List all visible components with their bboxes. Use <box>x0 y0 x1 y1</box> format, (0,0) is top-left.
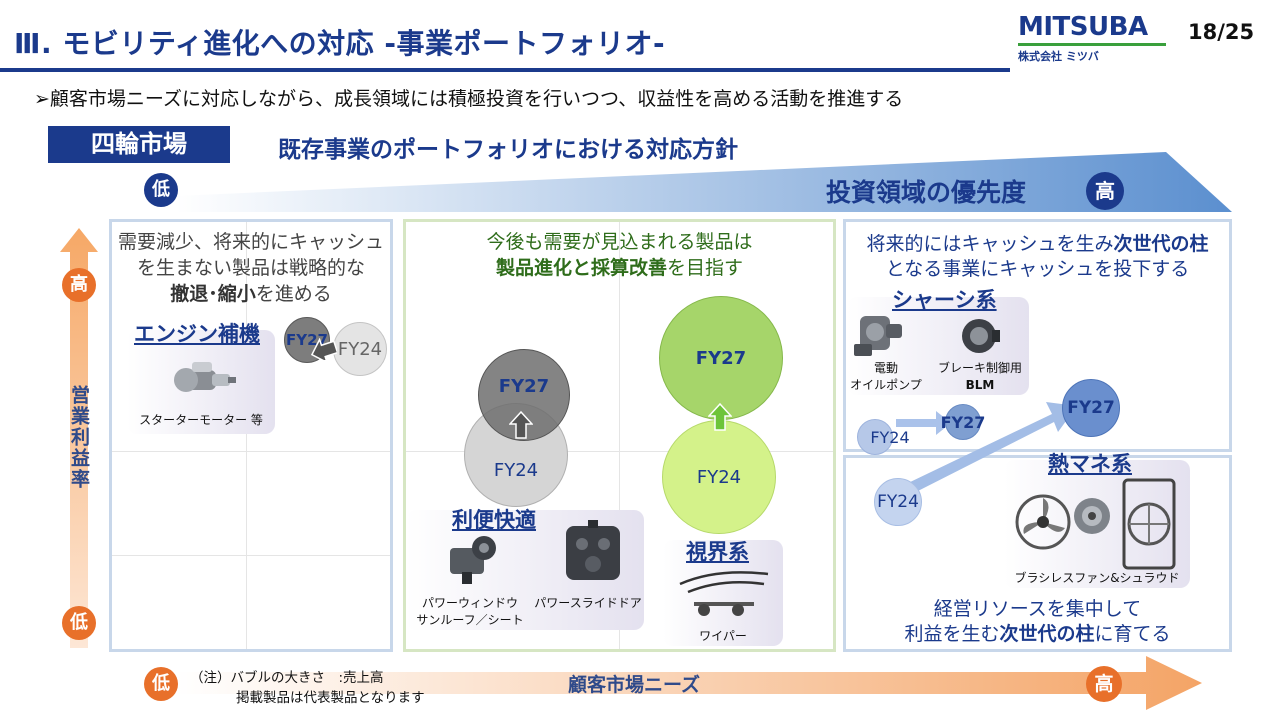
bubble-chassis-fy27: FY27 <box>941 404 985 440</box>
market-tag: 四輪市場 <box>48 126 230 163</box>
starter-motor-icon <box>174 362 236 392</box>
right-panel-text-1: 将来的にはキャッシュを生み次世代の柱 <box>846 231 1229 257</box>
y-axis-arrow <box>60 228 98 648</box>
product-brushless-fan: ブラシレスファン&シュラウド <box>1014 571 1180 585</box>
arrow-left-icon <box>311 338 337 360</box>
product-power-slide-door: パワースライドドア <box>534 596 642 610</box>
priority-label: 投資領域の優先度 <box>826 178 1027 207</box>
middle-panel-text-1: 今後も需要が見込まれる製品は <box>486 231 753 253</box>
left-panel-text-2: を生まない製品は戦略的な <box>136 257 365 279</box>
product-brake-blm-line2: BLM <box>965 378 995 392</box>
grid-line <box>246 222 247 649</box>
y-axis-label: 営業利益率 <box>68 385 90 490</box>
arrow-up-icon <box>509 411 533 439</box>
bubble-vision-fy24: FY24 <box>662 420 776 534</box>
category-vision: 視界系 <box>686 540 749 564</box>
brake-blm-icon <box>962 319 1000 353</box>
note-bubble-size: （注）バブルの大きさ :売上高 <box>190 670 384 686</box>
left-panel-text-3-tail: を進める <box>255 283 332 305</box>
product-power-window-line2: サンルーフ／シート <box>416 613 524 627</box>
grid-line <box>112 451 390 452</box>
bubble-thermal-fy24: FY24 <box>874 478 922 526</box>
bubble-engine-fy24: FY24 <box>333 322 387 376</box>
logo-bar <box>1018 43 1166 46</box>
policy-title: 既存事業のポートフォリオにおける対応方針 <box>278 137 738 163</box>
middle-panel-text-2-tail: を目指す <box>667 257 744 279</box>
priority-wedge <box>176 152 1232 212</box>
right-panel-bottom-2-tail: に育てる <box>1094 623 1171 645</box>
emph-withdraw: 撤退 <box>170 283 209 305</box>
wiper-icon <box>679 571 769 616</box>
left-panel-text-3: 撤退･縮小を進める <box>112 281 390 307</box>
category-comfort: 利便快適 <box>452 508 536 532</box>
right-panel-text-2: となる事業にキャッシュを投下する <box>885 258 1190 280</box>
right-panel-bottom-1: 経営リソースを集中して <box>933 598 1142 620</box>
left-panel-text-1: 需要減少、将来的にキャッシュ <box>117 231 384 253</box>
arrow-diagonal-icon <box>906 402 1077 494</box>
bullet-statement: ➢顧客市場ニーズに対応しながら、成長領域には積極投資を行いつつ、収益性を高める活… <box>34 84 903 111</box>
power-slide-door-icon <box>566 520 620 580</box>
y-axis-low-badge: 低 <box>62 606 96 640</box>
emph-next-pillar-2: 次世代の柱 <box>999 623 1095 645</box>
bubble-vision-fy27: FY27 <box>659 296 783 420</box>
bullet-arrow-icon: ➢ <box>34 88 50 110</box>
panel-withdraw <box>109 219 393 652</box>
title-underline <box>0 68 1010 72</box>
bullet-text: 顧客市場ニーズに対応しながら、成長領域には積極投資を行いつつ、収益性を高める活動… <box>49 88 904 110</box>
arrow-up-icon <box>708 403 732 431</box>
x-axis-low-badge: 低 <box>144 667 178 701</box>
page-title: Ⅲ. モビリティ進化への対応 -事業ポートフォリオ- <box>14 27 666 60</box>
company-logo: MITSUBA 株式会社 ミツバ <box>1018 12 1170 63</box>
grid-line <box>619 222 620 649</box>
note-representative: 掲載製品は代表製品となります <box>236 690 425 706</box>
bubble-thermal-fy27: FY27 <box>1062 379 1120 437</box>
product-power-window-line1: パワーウィンドウ <box>421 596 518 610</box>
priority-low-badge: 低 <box>144 173 178 207</box>
emph-dot: ･ <box>208 283 218 305</box>
category-chassis: シャーシ系 <box>892 288 997 312</box>
logo-wordmark: MITSUBA <box>1018 12 1148 42</box>
page-number: 18/25 <box>1188 20 1255 44</box>
right-panel-bottom-2-head: 利益を生む <box>904 623 1000 645</box>
grid-line <box>112 555 390 556</box>
emph-evolution: 製品進化と採算改善 <box>495 257 667 279</box>
bubble-chassis-fy24: FY24 <box>857 419 910 455</box>
x-axis-high-badge: 高 <box>1086 666 1122 702</box>
product-brake-blm-line1: ブレーキ制御用 <box>937 361 1022 375</box>
x-axis-arrow <box>176 656 1202 710</box>
product-starter-motor: スターターモーター 等 <box>139 413 263 427</box>
product-oil-pump-line2: オイルポンプ <box>850 378 922 392</box>
emph-next-pillar: 次世代の柱 <box>1113 233 1209 255</box>
vision-card <box>663 540 783 646</box>
brushless-motor-icon <box>1074 498 1110 534</box>
product-power-window: パワーウィンドウ サンルーフ／シート <box>410 595 530 629</box>
y-axis-high-badge: 高 <box>62 268 96 302</box>
product-wiper: ワイパー <box>699 629 747 643</box>
bubble-chassis-fy24-label: FY24 <box>870 427 910 447</box>
category-thermal: 熱マネ系 <box>1048 452 1132 476</box>
power-window-motor-icon <box>450 536 496 584</box>
emph-shrink: 縮小 <box>217 283 256 305</box>
product-oil-pump-line1: 電動 <box>873 361 898 375</box>
fan-icon <box>1015 494 1071 550</box>
right-panel-text-1-head: 将来的にはキャッシュを生み <box>866 233 1114 255</box>
logo-subtitle: 株式会社 ミツバ <box>1018 50 1099 63</box>
shroud-icon <box>1122 478 1176 570</box>
middle-panel-text-2: 製品進化と採算改善を目指す <box>406 255 833 281</box>
arrow-right-icon <box>896 411 951 435</box>
category-engine: エンジン補機 <box>134 322 260 346</box>
x-axis-label: 顧客市場ニーズ <box>568 674 701 696</box>
right-panel-bottom-2: 利益を生む次世代の柱に育てる <box>846 621 1229 647</box>
product-oil-pump: 電動 オイルポンプ <box>848 360 924 394</box>
oil-pump-icon <box>854 316 902 356</box>
priority-high-badge: 高 <box>1086 172 1124 210</box>
product-brake-blm: ブレーキ制御用 BLM <box>932 360 1028 394</box>
